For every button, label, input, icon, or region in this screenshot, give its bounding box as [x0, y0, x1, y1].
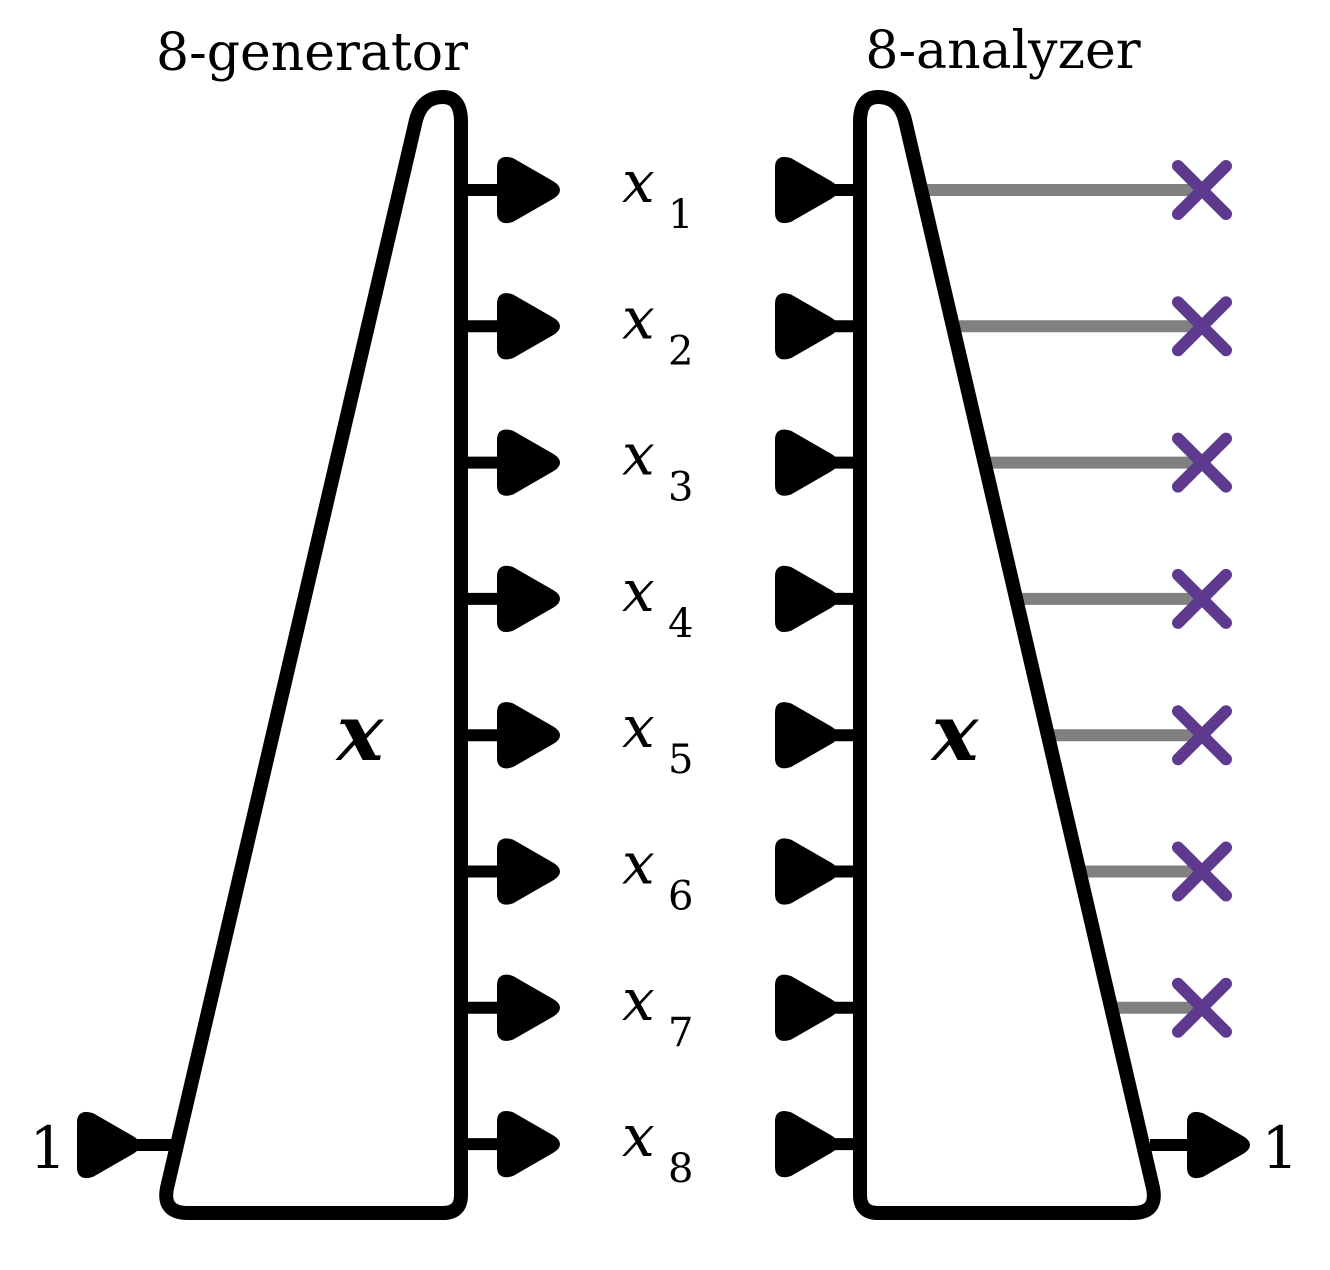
wire-label-3: x: [622, 421, 655, 489]
generator-symbol: x: [335, 688, 385, 779]
discard-mark-icon-6-b: [1172, 841, 1232, 902]
wire-label-2: x: [622, 284, 655, 352]
wire-label-subscript-7: 7: [668, 1010, 693, 1056]
generator-output-arrow-icon-2: [497, 293, 560, 360]
analyzer-output-label: 1: [1262, 1114, 1299, 1182]
wire-label-subscript-1: 1: [668, 192, 693, 238]
generator-output-arrow-icon-1: [497, 156, 560, 224]
generator-input-arrow-icon: [77, 1111, 140, 1179]
wire-label-5: x: [622, 693, 655, 761]
wire-label-8: x: [622, 1102, 655, 1170]
wire-label-subscript-2: 2: [668, 328, 693, 374]
analyzer-symbol: x: [930, 688, 980, 779]
wire-label-4: x: [622, 557, 655, 625]
generator-output-arrow-icon-3: [497, 429, 560, 496]
discard-mark-icon-7-b: [1172, 977, 1232, 1038]
wire-label-1: x: [622, 148, 655, 216]
generator-output-arrow-icon-4: [497, 565, 560, 633]
generator-output-arrow-icon-8: [497, 1110, 560, 1178]
generator-title: 8-generator: [156, 23, 468, 83]
generator-input-label: 1: [30, 1114, 67, 1182]
wire-label-subscript-3: 3: [668, 465, 693, 511]
wire-label-subscript-5: 5: [668, 737, 693, 783]
discard-mark-icon-4-b: [1172, 568, 1232, 629]
analyzer-box: [853, 90, 1161, 1220]
wire-label-6: x: [622, 830, 655, 898]
wire-label-subscript-4: 4: [668, 601, 693, 647]
discard-mark-icon-1-b: [1172, 160, 1232, 220]
analyzer-title: 8-analyzer: [865, 21, 1140, 81]
discard-mark-icon-5-b: [1172, 705, 1232, 766]
discard-mark-icon-3-b: [1172, 432, 1232, 493]
generator-output-arrow-icon-5: [497, 702, 560, 769]
generator-output-arrow-icon-6: [497, 838, 560, 905]
generator-box: [159, 90, 468, 1220]
analyzer-output-arrow-icon: [1187, 1111, 1250, 1179]
wire-label-subscript-8: 8: [668, 1146, 693, 1192]
generator-output-arrow-icon-7: [497, 974, 560, 1041]
discard-mark-icon-2-b: [1172, 296, 1232, 357]
wire-label-7: x: [622, 966, 655, 1034]
wire-label-subscript-6: 6: [668, 874, 693, 920]
